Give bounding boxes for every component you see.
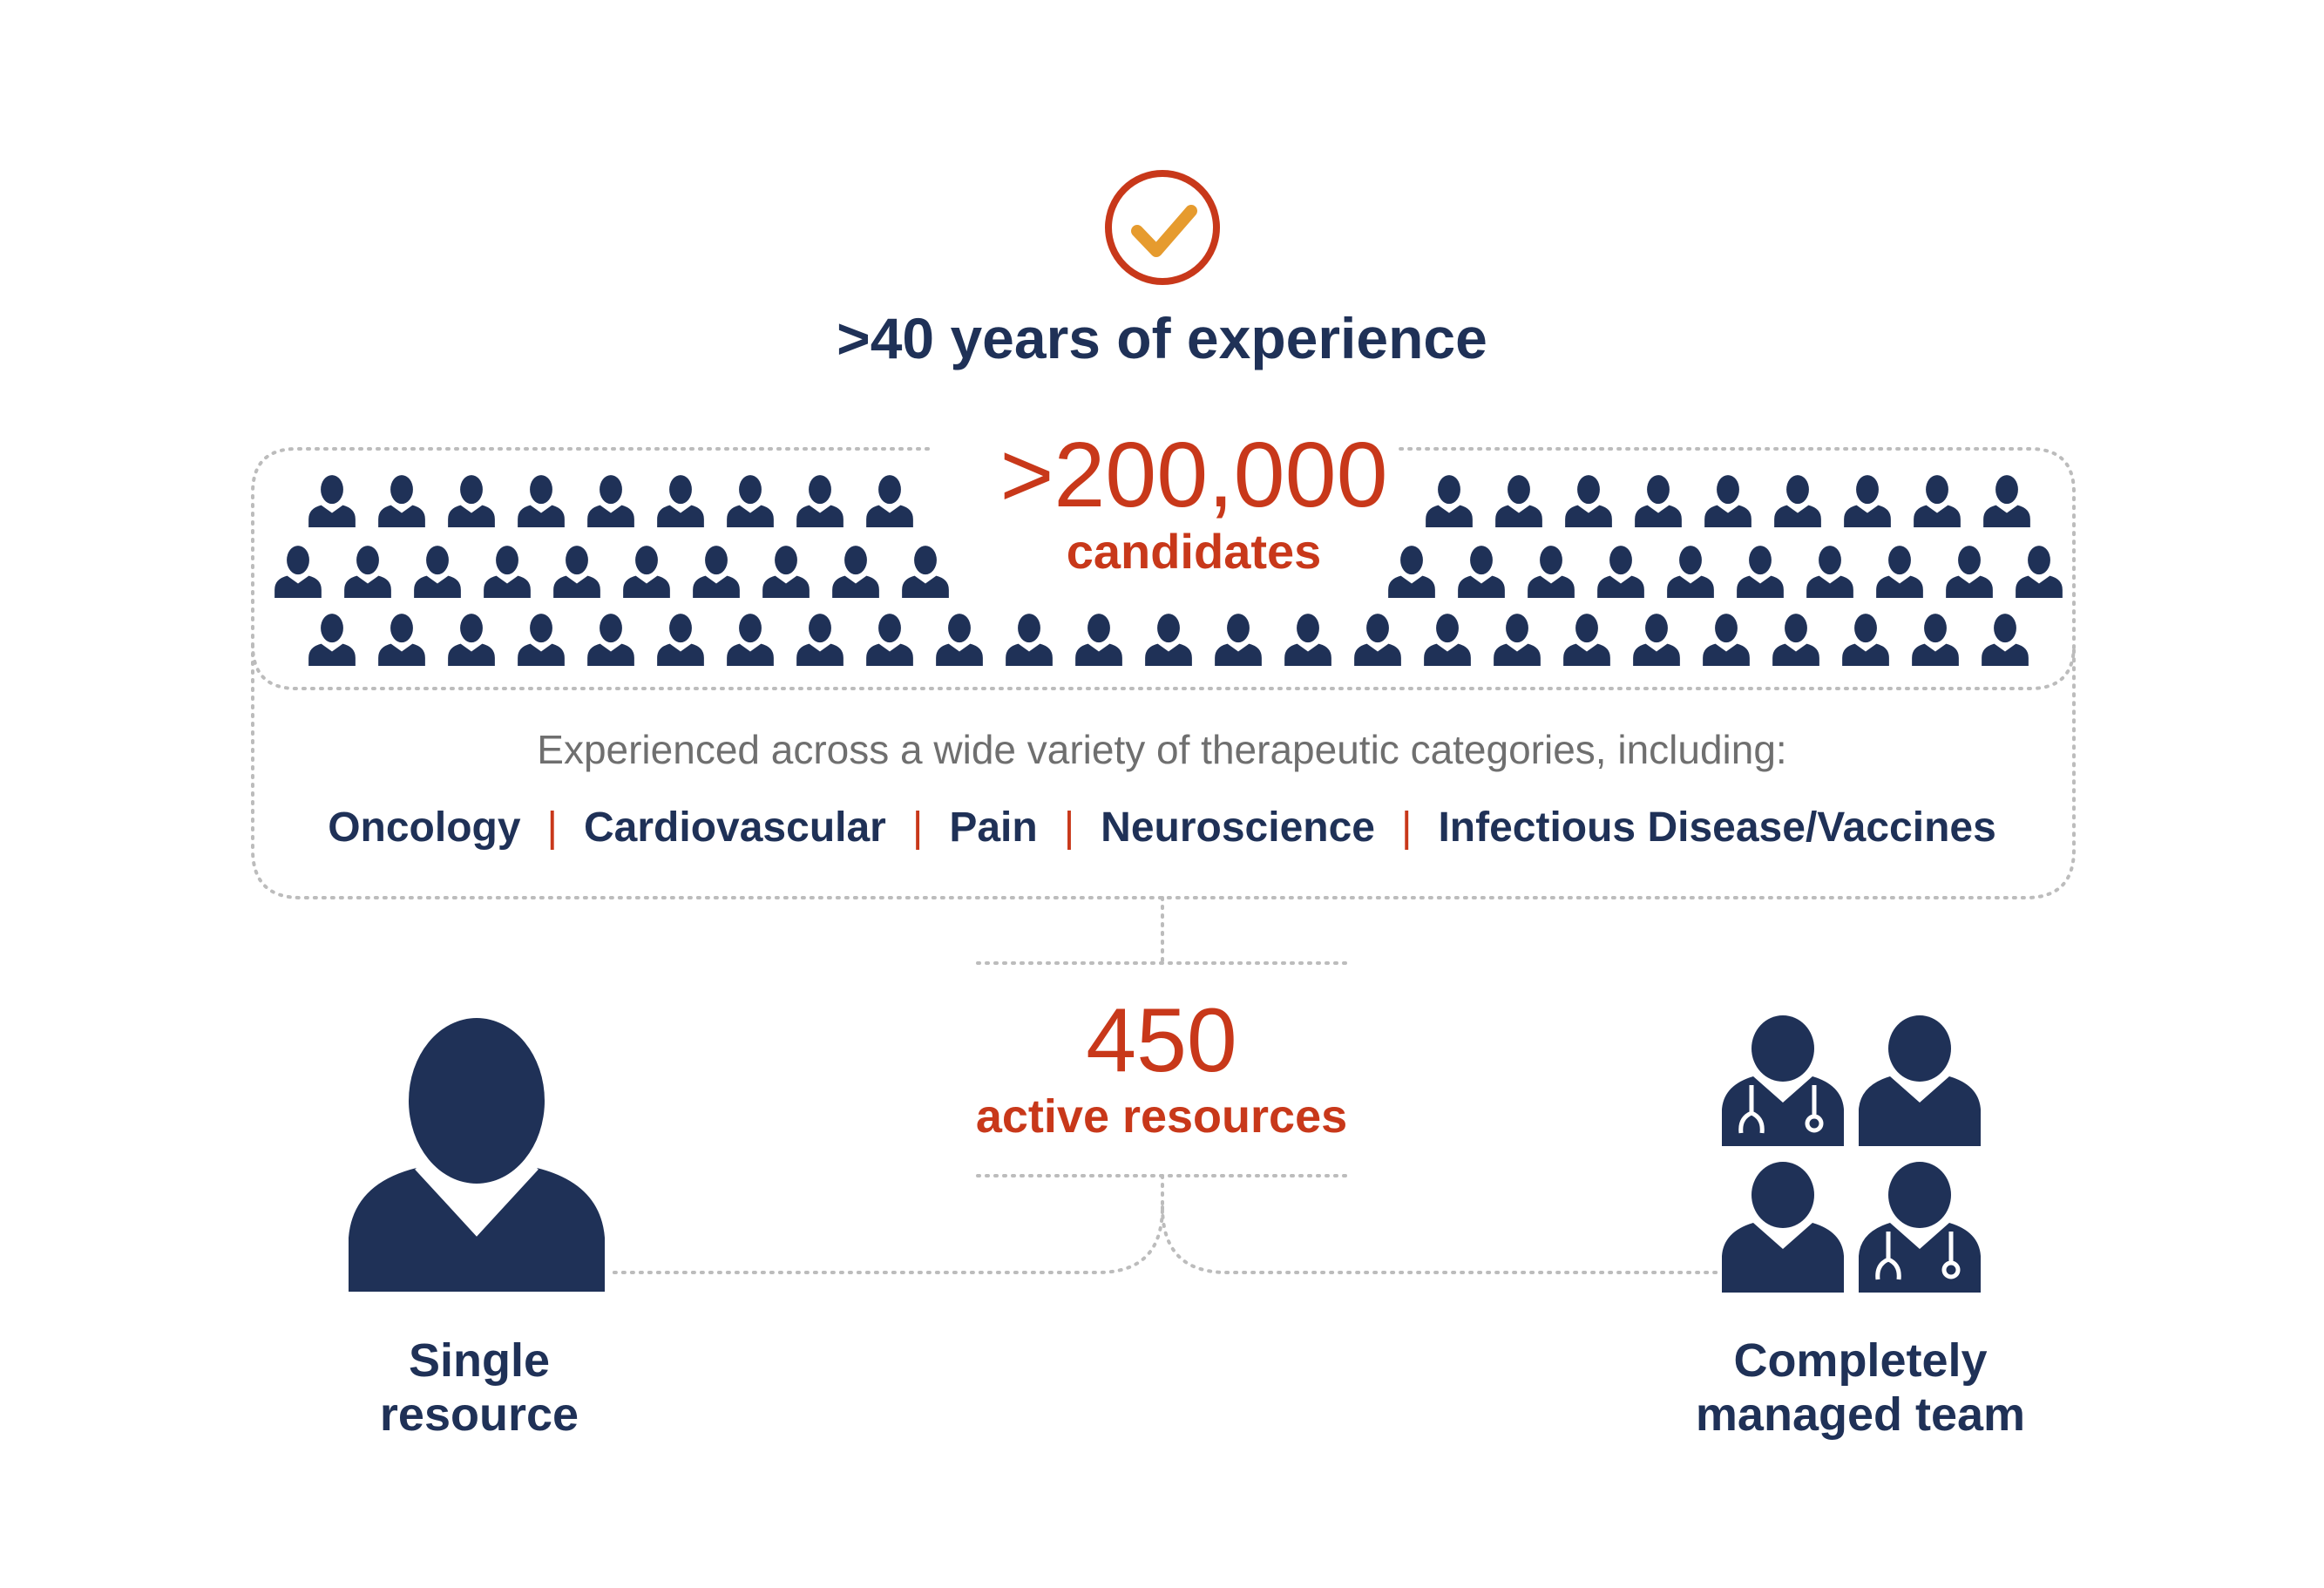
person-icon — [796, 475, 844, 527]
person-icon — [1635, 475, 1682, 527]
person-icon — [693, 546, 740, 598]
person-icon — [832, 546, 879, 598]
person-icon — [1565, 475, 1612, 527]
team-label-line2: managed team — [1695, 1388, 2026, 1441]
category-oncology: Oncology — [328, 804, 521, 851]
dotted-outline — [251, 447, 2076, 1274]
person-icon — [866, 614, 913, 666]
person-icon — [866, 475, 913, 527]
checkmark-circle-icon — [1105, 170, 1220, 285]
person-icon — [1667, 546, 1714, 598]
resources-number: 450 — [1086, 990, 1237, 1091]
category-separator: | — [911, 804, 924, 851]
category-pain: Pain — [949, 804, 1038, 851]
resources-label: active resources — [975, 1090, 1348, 1143]
person-icon — [1876, 546, 1923, 598]
category-list: Oncology | Cardiovascular | Pain | Neuroscienc… — [0, 804, 2324, 852]
categories-intro: Experienced across a wide variety of the… — [537, 727, 1787, 772]
person-icon — [308, 614, 356, 666]
candidates-number: >200,000 — [999, 424, 1388, 526]
person-icon — [1946, 546, 1993, 598]
person-icon — [1563, 614, 1610, 666]
person-icon — [308, 475, 356, 527]
person-icon — [657, 614, 704, 666]
person-icon — [1006, 614, 1053, 666]
person-icon — [1495, 475, 1542, 527]
medical-team-icon — [1722, 1015, 1981, 1293]
person-icon — [1215, 614, 1262, 666]
category-infectious-disease: Infectious Disease/Vaccines — [1438, 804, 1996, 851]
person-icon — [936, 614, 983, 666]
person-icon — [448, 475, 495, 527]
person-icon — [657, 475, 704, 527]
person-icon — [1983, 475, 2030, 527]
person-icon — [344, 546, 391, 598]
person-icon — [1982, 614, 2029, 666]
person-icon — [1703, 614, 1750, 666]
person-icon — [1704, 475, 1751, 527]
person-icon — [1597, 546, 1644, 598]
person-icon — [623, 546, 670, 598]
person-icon — [1284, 614, 1331, 666]
person-icon — [448, 614, 495, 666]
person-icon — [727, 475, 774, 527]
person-icon — [518, 475, 565, 527]
person-icon — [1737, 546, 1784, 598]
person-icon — [274, 546, 322, 598]
candidates-label: candidates — [1066, 524, 1322, 579]
person-icon — [1633, 614, 1680, 666]
person-icon — [1075, 614, 1122, 666]
category-neuroscience: Neuroscience — [1101, 804, 1375, 851]
person-icon — [762, 546, 810, 598]
person-icon — [1528, 546, 1575, 598]
person-icon — [1772, 614, 1819, 666]
person-icon — [378, 475, 425, 527]
person-icon — [1494, 614, 1541, 666]
person-icon — [414, 546, 461, 598]
category-separator: | — [1063, 804, 1075, 851]
person-icon — [1774, 475, 1821, 527]
person-icon — [378, 614, 425, 666]
managed-team-label: Completely managed team — [1634, 1334, 2087, 1442]
person-icon — [1842, 614, 1889, 666]
person-icon — [587, 614, 634, 666]
single-label-line2: resource — [379, 1388, 579, 1441]
single-resource-label: Single resource — [305, 1334, 654, 1442]
person-icon — [518, 614, 565, 666]
person-icon — [1806, 546, 1853, 598]
person-icon — [1458, 546, 1505, 598]
person-icon — [1912, 614, 1959, 666]
team-label-line1: Completely — [1733, 1334, 1988, 1387]
person-icon — [1354, 614, 1401, 666]
person-icon — [484, 546, 531, 598]
person-icon — [1424, 614, 1471, 666]
person-icon — [1145, 614, 1192, 666]
single-person-icon — [349, 1018, 605, 1292]
category-cardiovascular: Cardiovascular — [584, 804, 886, 851]
person-icon — [553, 546, 600, 598]
person-icon — [796, 614, 844, 666]
person-icon — [587, 475, 634, 527]
person-icon — [727, 614, 774, 666]
person-icon — [1844, 475, 1891, 527]
experience-title: >40 years of experience — [837, 306, 1487, 370]
category-separator: | — [546, 804, 559, 851]
single-label-line1: Single — [408, 1334, 551, 1387]
person-icon — [2016, 546, 2063, 598]
category-separator: | — [1400, 804, 1413, 851]
person-icon — [1914, 475, 1961, 527]
